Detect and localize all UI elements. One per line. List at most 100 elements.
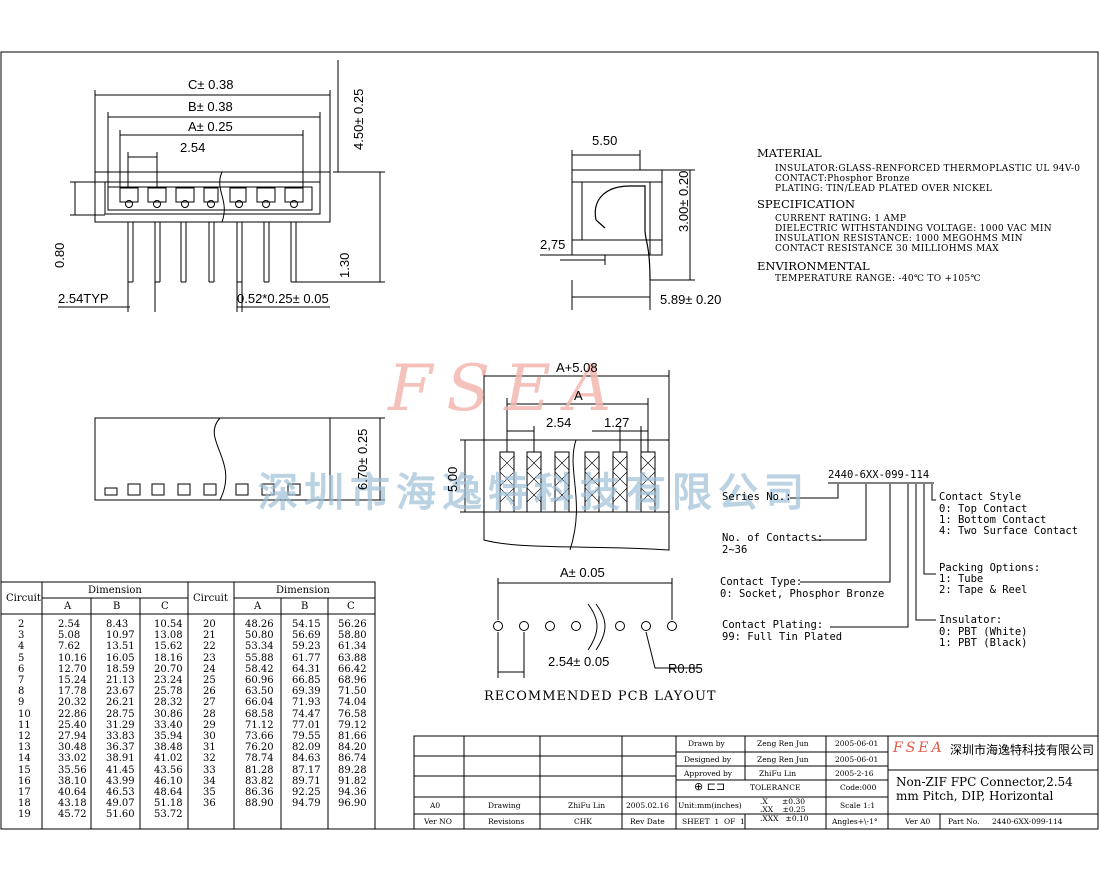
table-cell-circuit: 36 — [203, 798, 216, 810]
table-cell-circuit: 21 — [203, 630, 216, 642]
table-cell-value: 81.66 — [338, 731, 367, 742]
table-cell-value: 23.67 — [106, 686, 135, 698]
table-cell-value: 66.42 — [338, 663, 367, 675]
table-cell-value: 41.02 — [154, 753, 183, 765]
tolerance-label: TOLERANCE — [750, 783, 801, 792]
insulator-2: 1: PBT (Black) — [939, 637, 1028, 649]
table-cell-value: 5.08 — [58, 630, 81, 642]
table-cell-value: 40.64 — [58, 787, 87, 798]
table-cell-circuit: 25 — [203, 675, 216, 686]
specification-title: SPECIFICATION — [757, 197, 856, 211]
revisions-header: Revisions — [488, 817, 525, 826]
table-col-c-2: C — [347, 601, 355, 612]
table-cell-value: 94.36 — [338, 787, 367, 798]
table-cell-value: 84.63 — [292, 753, 321, 765]
approved-date: 2005-2-16 — [835, 769, 874, 778]
dielectric-spec: DIELECTRIC WITHSTANDING VOLTAGE: 1000 VA… — [775, 224, 1052, 234]
table-cell-value: 86.36 — [245, 787, 274, 798]
packing-2: 2: Tape & Reel — [939, 584, 1028, 596]
plating-spec: PLATING: TIN/LEAD PLATED OVER NICKEL — [775, 184, 993, 194]
contact-style-3: 4: Two Surface Contact — [939, 525, 1079, 537]
pcb-pitch-label: 2.54± 0.05 — [548, 654, 610, 669]
table-cell-value: 71.93 — [292, 697, 321, 709]
table-cell-value: 74.04 — [338, 697, 367, 709]
table-cell-value: 33.83 — [106, 731, 135, 742]
table-cell-value: 28.32 — [154, 697, 183, 709]
table-cell-value: 22.86 — [58, 708, 87, 720]
table-cell-value: 33.02 — [58, 753, 87, 765]
table-cell-circuit: 17 — [18, 787, 31, 798]
dim-130-label: 1.30 — [337, 252, 352, 278]
table-cell-value: 49.07 — [106, 798, 135, 810]
rev-a0: A0 — [430, 801, 441, 810]
table-cell-circuit: 35 — [203, 787, 216, 798]
table-cell-value: 46.10 — [154, 775, 183, 787]
table-cell-value: 15.62 — [154, 641, 183, 653]
designed-name: Zeng Ren Jun — [757, 755, 809, 764]
table-cell-value: 18.59 — [106, 663, 135, 675]
table-cell-value: 68.96 — [338, 675, 367, 686]
table-cell-value: 88.90 — [245, 798, 274, 810]
table-cell-value: 83.82 — [245, 775, 274, 787]
table-cell-value: 61.34 — [338, 641, 367, 653]
contact-plating-value: 99: Full Tin Plated — [722, 631, 843, 643]
section-view — [540, 150, 695, 310]
table-cell-value: 13.08 — [154, 630, 183, 642]
top-a508-label: A+5.08 — [556, 360, 598, 375]
approved-label: Approved by — [684, 769, 733, 778]
table-cell-value: 56.69 — [292, 630, 321, 642]
part-no-label: Part No. — [948, 817, 980, 826]
rev-date-value: 2005.02.16 — [626, 801, 669, 810]
approved-name: ZhiFu Lin — [759, 769, 797, 778]
table-cell-value: 94.79 — [292, 798, 321, 810]
table-cell-value: 38.91 — [106, 753, 135, 765]
table-cell-value: 71.50 — [338, 686, 367, 698]
table-cell-value: 10.54 — [154, 619, 183, 630]
table-cell-value: 8.43 — [106, 619, 129, 630]
table-cell-value: 31.29 — [106, 719, 135, 731]
table-cell-value: 55.88 — [245, 652, 274, 664]
table-cell-circuit: 30 — [203, 731, 216, 742]
table-cell-circuit: 18 — [18, 798, 31, 810]
dim-c-label: C± 0.38 — [188, 77, 234, 92]
table-cell-value: 91.82 — [338, 775, 367, 787]
table-cell-circuit: 5 — [18, 652, 25, 664]
table-cell-circuit: 27 — [203, 697, 216, 709]
table-cell-circuit: 22 — [203, 641, 216, 653]
contact-style-1: 0: Top Contact — [939, 503, 1028, 515]
table-cell-value: 53.72 — [154, 809, 183, 821]
top-500-label: 5.00 — [445, 466, 460, 492]
table-cell-value: 10.16 — [58, 652, 87, 664]
table-cell-value: 43.56 — [154, 764, 183, 776]
table-cell-value: 76.20 — [245, 742, 274, 754]
front-height-label: 6.70± 0.25 — [355, 428, 370, 490]
angles-label: Angles+\-1° — [832, 817, 878, 826]
table-cell-value: 86.74 — [338, 753, 367, 765]
table-cell-circuit: 13 — [18, 742, 31, 754]
ver-no-header: Ver NO — [424, 817, 452, 826]
dim-080-label: 0.80 — [52, 242, 67, 268]
units-label: Unit:mm(inches) — [678, 801, 742, 810]
part-config-leaders — [790, 482, 936, 628]
company-watermark: 深圳市海逸特科技有限公司 — [258, 470, 810, 516]
insulator-spec: INSULATOR:GLASS-RENFORCED THERMOPLASTIC … — [775, 164, 1081, 174]
dim-table-grid — [0, 581, 376, 830]
table-cell-value: 20.70 — [154, 663, 183, 675]
sheet-label: SHEET 1 OF 1 — [682, 817, 745, 826]
contact-type-label: Contact Type: — [720, 576, 803, 588]
front-view — [94, 417, 385, 501]
table-cell-value: 46.53 — [106, 787, 135, 798]
table-cell-value: 12.70 — [58, 663, 87, 675]
table-cell-value: 71.12 — [245, 719, 274, 731]
packing-1: 1: Tube — [939, 573, 984, 585]
table-cell-value: 89.28 — [338, 764, 367, 776]
table-cell-circuit: 34 — [203, 775, 216, 787]
fsea-logo: FSEA — [893, 740, 945, 756]
table-cell-value: 64.31 — [292, 663, 321, 675]
pcb-a-label: A± 0.05 — [560, 565, 605, 580]
tolerance-x: .X ±0.30 — [760, 797, 806, 806]
table-cell-value: 69.39 — [292, 686, 321, 698]
table-cell-value: 82.09 — [292, 742, 321, 754]
rev-date-header: Rev Date — [630, 817, 665, 826]
